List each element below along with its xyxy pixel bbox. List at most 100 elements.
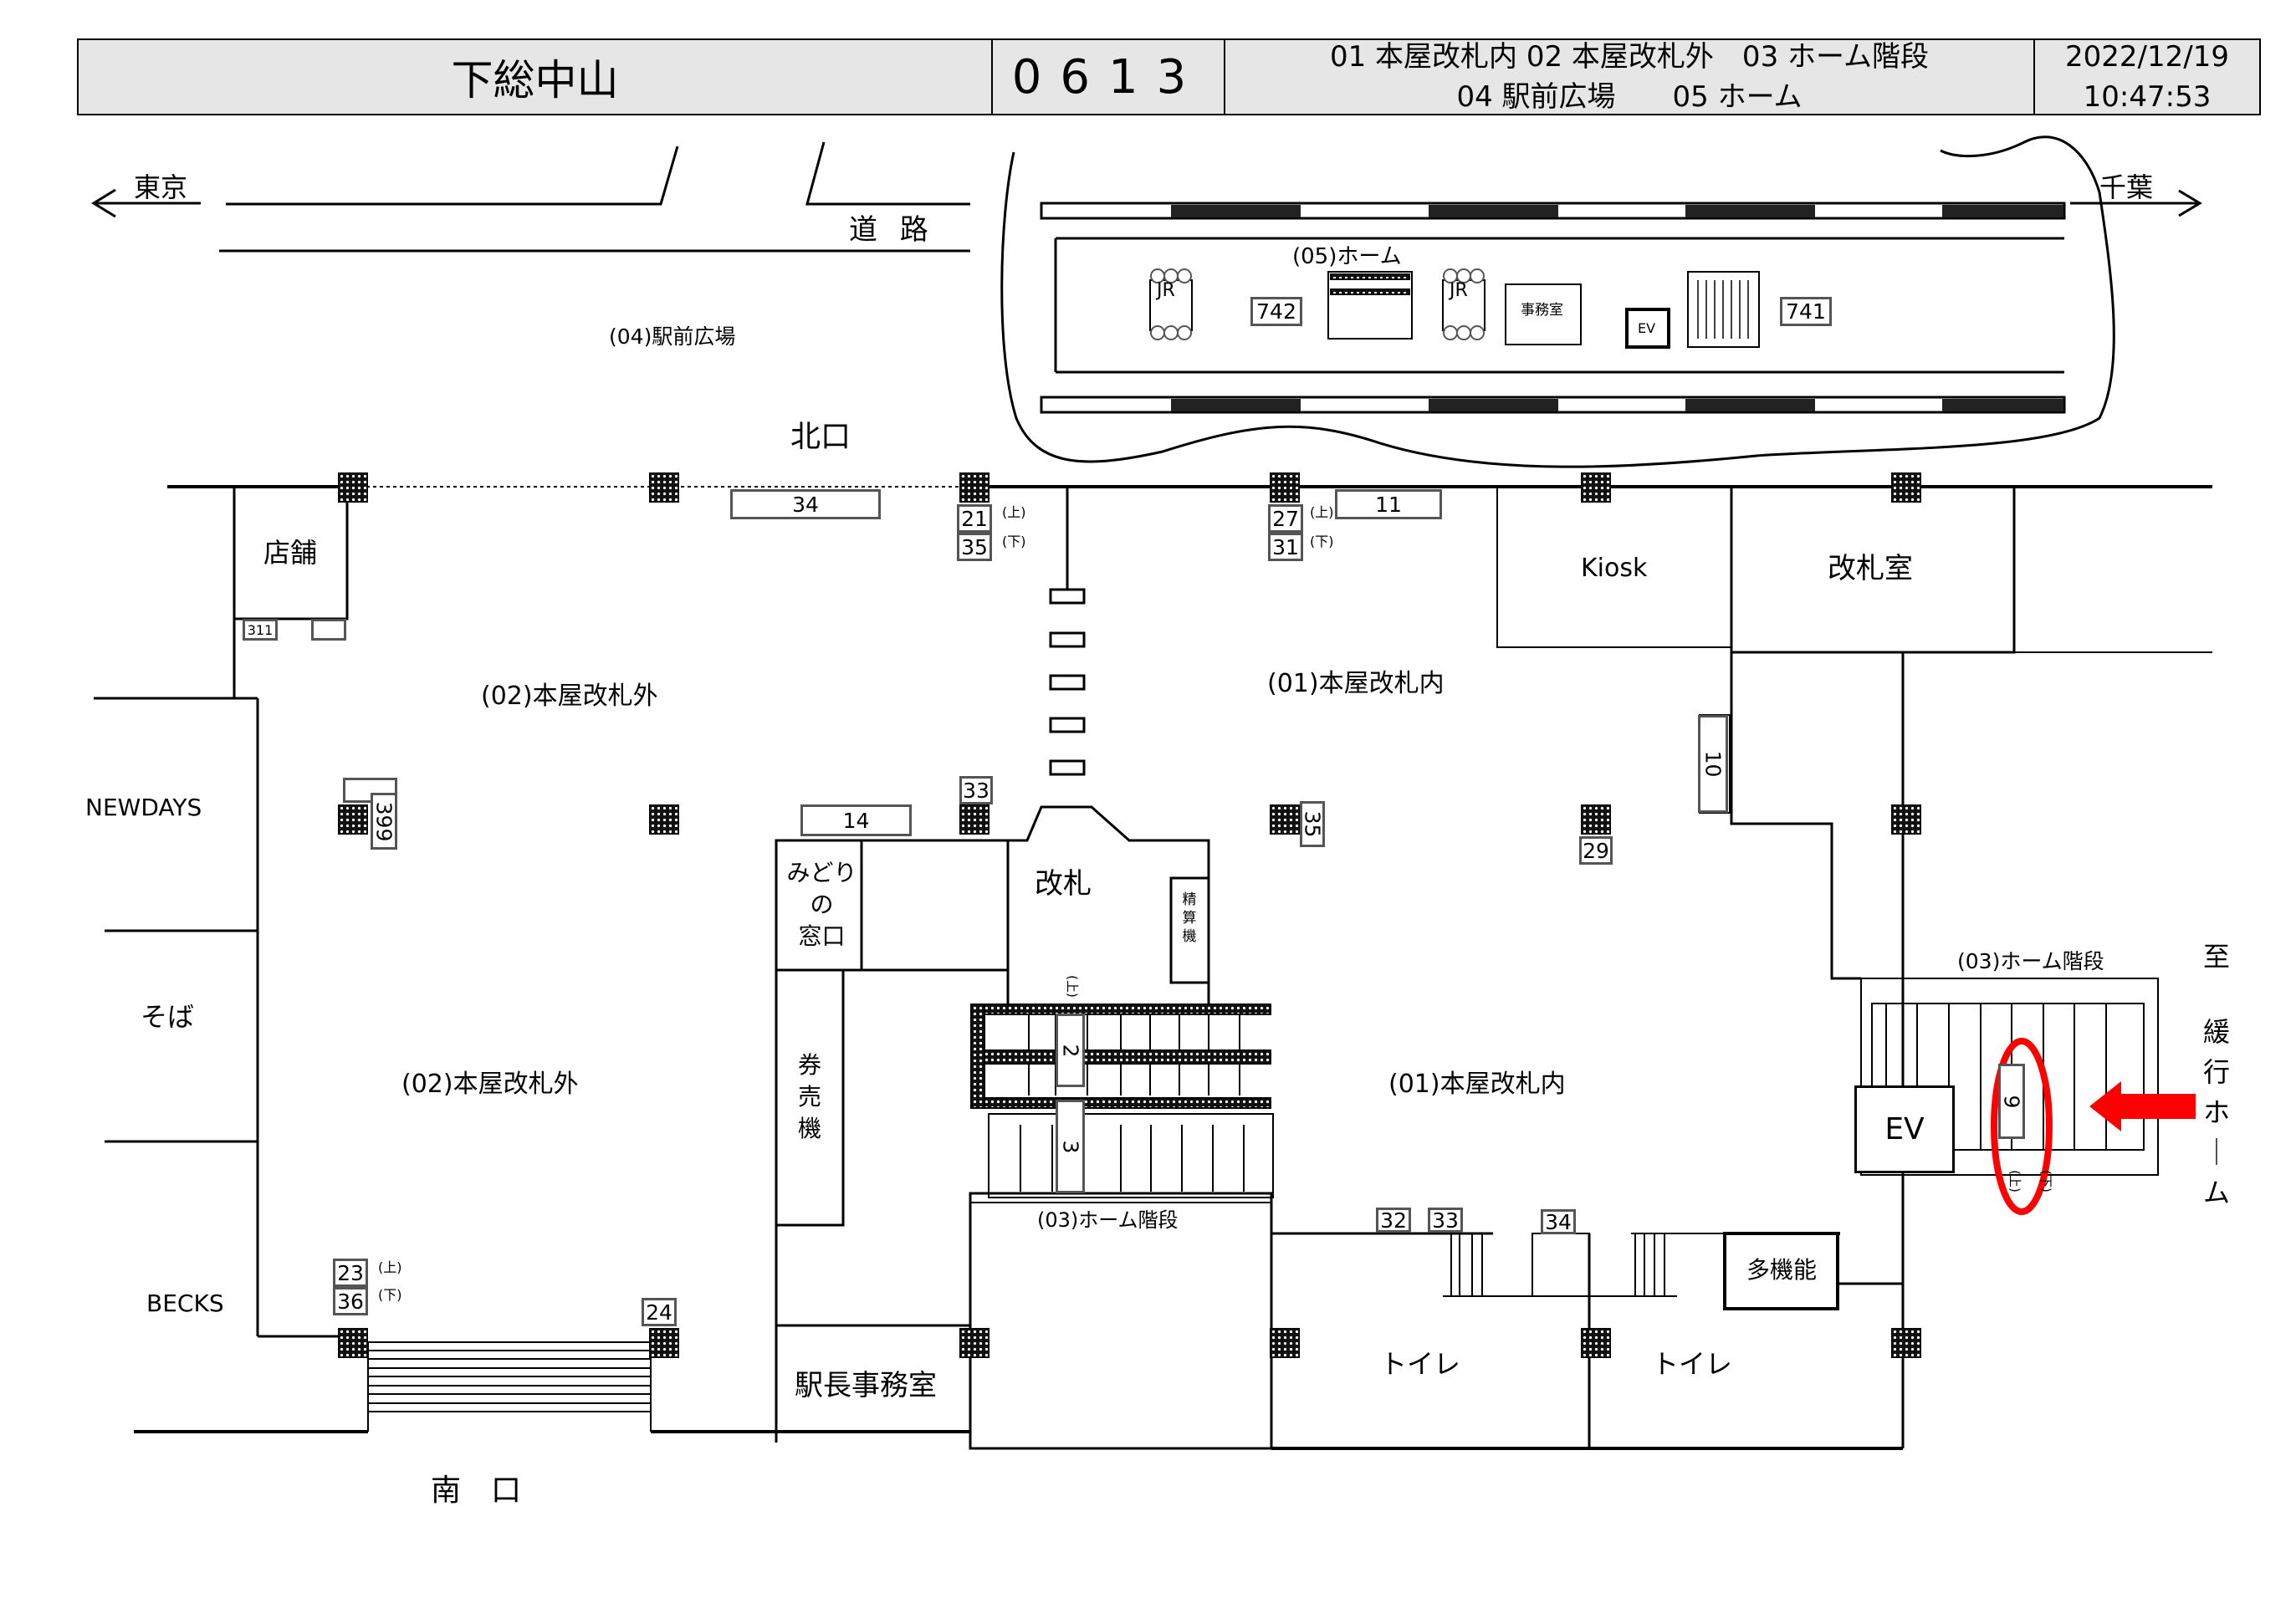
pillar [1891,804,1921,835]
platform-ev-box [1625,308,1670,349]
pillar [1581,1328,1611,1358]
ad-board-33-north[interactable]: 33 [959,776,993,804]
fare-adjust-box [1169,876,1210,984]
shop-walls [233,487,349,620]
time: 10:47:53 [2083,80,2212,114]
ad-board-35-mid[interactable]: 35 [1300,801,1325,847]
area-outside-gate-south: (02)本屋改札外 [401,1070,579,1099]
south-exit-label: 南 口 [431,1473,522,1508]
corridor-left-wall [1730,652,1861,980]
area-inside-gate-south: (01)本屋改札内 [1388,1070,1566,1099]
area-stairs-right: (03)ホーム階段 [1957,949,2104,973]
room-midori-window: みどり の 窓口 [786,859,857,950]
room-becks: BECKS [146,1289,224,1317]
up-mark: (上) [2007,1170,2022,1192]
ad-board-27[interactable]: 27 [1268,504,1303,533]
ad-board-2[interactable]: 2 [1056,1014,1085,1087]
jr-circles [1150,268,1485,340]
ad-board-742[interactable]: 742 [1250,297,1302,326]
area-plaza: (04)駅前広場 [609,324,736,349]
ad-board-11[interactable]: 11 [1335,489,1442,519]
gate-tactile-left [970,1004,985,1109]
guide-block [1049,588,1086,605]
tokyo-arrow-head [91,188,116,218]
room-soba: そば [141,1001,195,1033]
room-toilet-2: トイレ [1652,1348,1733,1380]
platform-office-box [1505,283,1582,345]
room-jr-1: JR [1157,280,1175,301]
guide-block [1049,759,1086,776]
room-platform-office: 事務室 [1521,302,1563,319]
road-edge-2 [805,141,970,206]
platform-stairs-steps [1697,280,1749,339]
up-mark: (上) [378,1259,402,1275]
room-ticket-gate: 改札 [1035,867,1092,901]
guide-block [1049,631,1086,648]
road-edge-1 [226,146,679,206]
ad-board-24[interactable]: 24 [642,1298,677,1326]
ad-board-3[interactable]: 3 [1056,1100,1085,1193]
down-mark: (下) [378,1287,402,1303]
ad-board-29[interactable]: 29 [1579,836,1613,865]
pillar [338,472,368,503]
area-stairs-center: (03)ホーム階段 [1037,1208,1179,1232]
ad-board-34-north[interactable]: 34 [730,489,881,519]
area-legend: 01 本屋改札内 02 本屋改札外 03 ホーム階段 04 駅前広場 05 ホー… [1224,38,2035,115]
highlight-arrow [2089,1081,2196,1131]
right-stairs-inner [1871,1003,2145,1151]
ad-board-14[interactable]: 14 [800,804,912,836]
direction-chiba: 千葉 [2099,171,2154,203]
area-outside-gate-north: (02)本屋改札外 [481,682,658,711]
ticket-gate-outline [1008,805,1210,1012]
pillar [1581,472,1611,503]
up-mark: (上) [1064,975,1080,998]
ad-board-311[interactable]: 311 [243,619,278,641]
pillar [959,1328,989,1358]
room-multi-toilet: 多機能 [1746,1256,1818,1284]
ad-board-23[interactable]: 23 [333,1259,368,1287]
ad-board-34-south[interactable]: 34 [1541,1209,1576,1234]
ad-board-10[interactable]: 10 [1698,715,1728,813]
road-label: 道 路 [849,213,935,247]
ad-board-741[interactable]: 741 [1780,297,1832,326]
toilet-entrance-steps [1443,1233,1723,1297]
ad-board-33-south[interactable]: 33 [1428,1208,1463,1233]
local-platform-label: 至 緩 行 ホ ｜ ム [2202,941,2230,1208]
platform-stairs-box [1687,271,1760,348]
down-mark: (下) [2038,1170,2053,1192]
room-fare-adjust: 精 算 機 [1182,891,1197,945]
highlight-ellipse [1991,1038,2053,1215]
guide-block [1049,717,1086,733]
ad-board-9[interactable]: 9 [1998,1064,2025,1139]
pillar [959,472,989,503]
room-newdays: NEWDAYS [85,794,202,821]
area-legend-line1: 01 本屋改札内 02 本屋改札外 03 ホーム階段 [1329,40,1929,74]
ad-board-399[interactable]: 399 [371,793,397,850]
room-platform-ev: EV [1638,320,1656,336]
pillar [959,804,989,835]
pillar [1891,472,1921,503]
chiba-arrow-head [2178,189,2202,217]
room-station-master: 駅長事務室 [795,1369,937,1402]
ad-board-35-north[interactable]: 35 [957,533,992,561]
station-name: 下総中山 [77,38,993,115]
ad-board-31[interactable]: 31 [1268,533,1303,561]
pillar [649,804,679,835]
pillar [649,472,679,503]
multi-toilet-box [1723,1232,1839,1310]
gate-office-box [1730,485,2016,654]
pillar [1270,804,1300,835]
ad-board-36[interactable]: 36 [333,1287,368,1315]
gate-tactile-top [970,1004,1271,1015]
ad-board-32[interactable]: 32 [1376,1208,1411,1233]
pillar [649,1328,679,1358]
north-exit-label: 北口 [790,420,851,454]
pillar [1891,1328,1921,1358]
ad-board-blank[interactable] [311,619,346,641]
center-stairs-block [969,1192,1273,1450]
ad-board-21[interactable]: 21 [957,504,992,533]
area-inside-gate-north: (01)本屋改札内 [1267,669,1445,698]
date: 2022/12/19 [2065,40,2229,74]
gate-tactile-mid [970,1049,1271,1065]
